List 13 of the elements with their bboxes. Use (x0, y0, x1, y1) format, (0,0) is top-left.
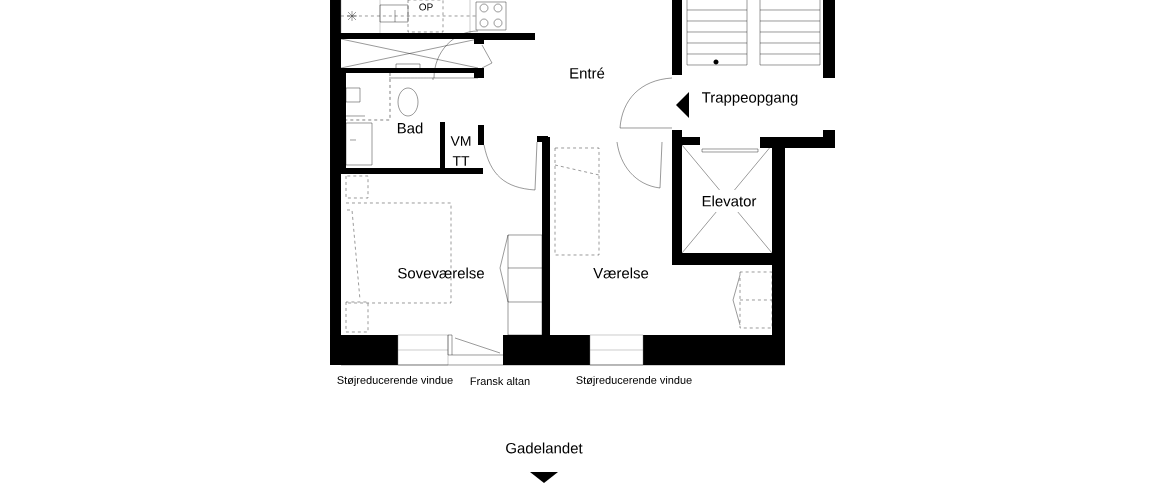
room-label: Bad (397, 122, 423, 134)
direction-label: Gadelandet (506, 442, 583, 454)
window-label: Støjreducerende vindue (576, 375, 692, 387)
room-label: Trappeopgang (702, 92, 798, 106)
room-label: Entré (570, 67, 605, 79)
appliance-label: VM (450, 136, 471, 146)
window-label: Fransk altan (470, 376, 530, 385)
room-label: Elevator (702, 195, 757, 207)
window-label: Støjreducerende vindue (337, 375, 453, 387)
room-label: Soveværelse (398, 267, 484, 279)
room-label: Værelse (593, 267, 649, 279)
appliance-label: OP (419, 3, 433, 11)
appliance-label: TT (452, 156, 470, 166)
